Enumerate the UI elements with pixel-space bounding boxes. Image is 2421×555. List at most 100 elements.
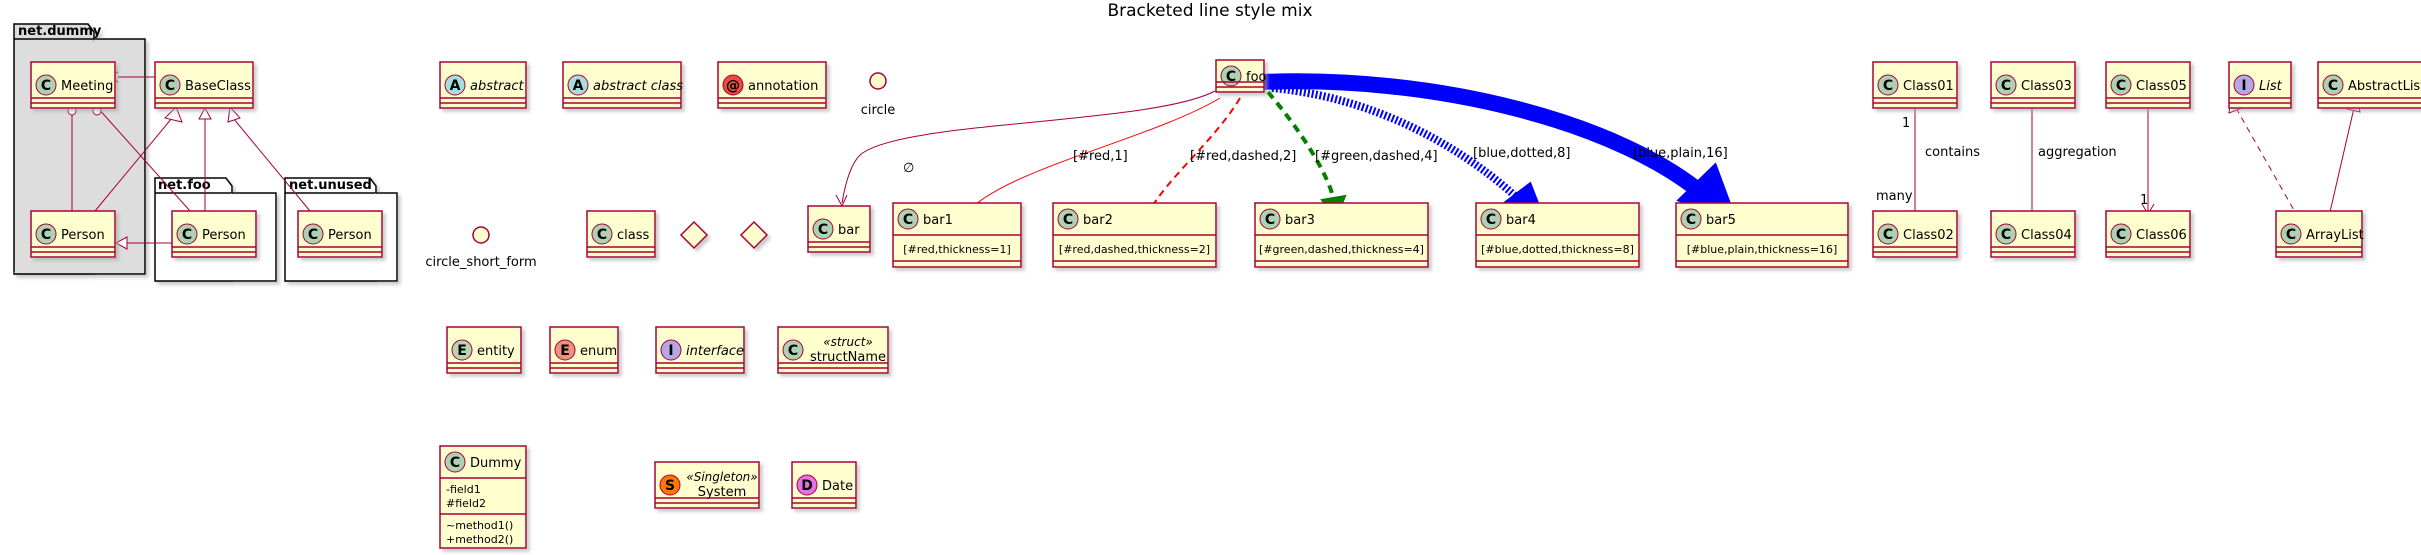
class-system[interactable]: S«Singleton»System — [654, 461, 760, 509]
class-type-letter: A — [450, 78, 461, 94]
class-type-icon — [444, 74, 466, 96]
edge-foo-bar1 — [964, 97, 1221, 216]
class-name: Class06 — [2136, 228, 2187, 243]
class-type-letter: E — [560, 343, 570, 359]
class-type-letter: A — [573, 78, 584, 94]
circle-short-form-node[interactable]: circle_short_form — [425, 226, 537, 270]
edge-person-baseclass — [94, 117, 173, 212]
edge-meeting-personfoo — [96, 106, 191, 212]
circle-node[interactable]: circle — [861, 72, 896, 118]
class-body-text: [#blue,plain,thickness=16] — [1687, 243, 1838, 256]
class-name: annotation — [748, 79, 818, 94]
class-list[interactable]: I List — [2228, 61, 2292, 109]
class-type-icon — [897, 208, 919, 230]
diagram-title: Bracketed line style mix — [1107, 1, 1312, 21]
class-type-letter: I — [668, 343, 673, 359]
class-type-icon — [2233, 74, 2255, 96]
edge-arraylist-abstractlist — [2329, 107, 2355, 213]
class-name: ArrayList — [2306, 228, 2364, 243]
diamond-node[interactable] — [679, 220, 709, 250]
class-name: Person — [328, 228, 372, 243]
class-type-icon — [176, 223, 198, 245]
class-type-letter: C — [1063, 212, 1073, 228]
class-type-letter: C — [41, 227, 51, 243]
class-type-letter: C — [1265, 212, 1275, 228]
edge-foo-bar5 — [1261, 73, 1716, 206]
class-type-icon — [1057, 208, 1079, 230]
class-name: List — [2259, 79, 2283, 94]
class-person-dummy[interactable]: C Person — [30, 210, 116, 258]
class-name: Person — [61, 228, 105, 243]
class-name: Class03 — [2021, 79, 2072, 94]
class-type-icon — [554, 339, 576, 361]
class-name: bar5 — [1706, 213, 1736, 228]
edge-label: [#red,dashed,2] — [1190, 149, 1296, 164]
class-type-icon — [567, 74, 589, 96]
inherit-arrow — [227, 105, 241, 123]
class-type-icon — [2280, 223, 2302, 245]
package-label: net.foo — [158, 178, 211, 193]
edge-label: [#red,1] — [1073, 149, 1128, 164]
edge-label: [#green,dashed,4] — [1315, 149, 1438, 164]
class-type-letter: C — [818, 222, 828, 238]
class-type-icon — [1680, 208, 1702, 230]
class-type-letter: C — [450, 455, 460, 471]
edge-label: 1 — [2140, 193, 2148, 208]
class-type-icon — [1995, 223, 2017, 245]
class-annotation[interactable]: @annotation — [717, 61, 827, 109]
edge-labels: ∅ [#red,1] [#red,dashed,2] [#green,dashe… — [903, 116, 2148, 208]
class-type-icon — [660, 339, 682, 361]
class-name: Date — [822, 479, 853, 494]
class-type-icon — [2322, 74, 2344, 96]
edge-label: ∅ — [903, 161, 914, 176]
class-type-icon — [451, 339, 473, 361]
class-name: Class01 — [1903, 79, 1954, 94]
class-name: bar4 — [1506, 213, 1536, 228]
class-type-letter: C — [2328, 78, 2338, 94]
class-name: enum — [580, 344, 617, 359]
class-structname[interactable]: C«struct»structName — [777, 326, 889, 374]
class-name: Meeting — [61, 79, 113, 94]
class-type-icon — [1259, 208, 1281, 230]
diamond-node[interactable] — [739, 220, 769, 250]
edge-foo-bar4 — [1271, 84, 1533, 213]
package-label: net.dummy — [18, 24, 102, 39]
class-name: Class04 — [2021, 228, 2072, 243]
class-body-text: [#red,thickness=1] — [903, 243, 1011, 256]
class-type-letter: C — [1883, 227, 1893, 243]
edge-foo-bar — [841, 90, 1216, 204]
class-name: BaseClass — [185, 79, 251, 94]
class-type-icon — [722, 74, 744, 96]
class-name: abstract class — [593, 79, 683, 94]
class-type-letter: C — [788, 343, 798, 359]
class-type-letter: I — [2241, 78, 2246, 94]
edge-arraylist-list — [2235, 107, 2296, 213]
